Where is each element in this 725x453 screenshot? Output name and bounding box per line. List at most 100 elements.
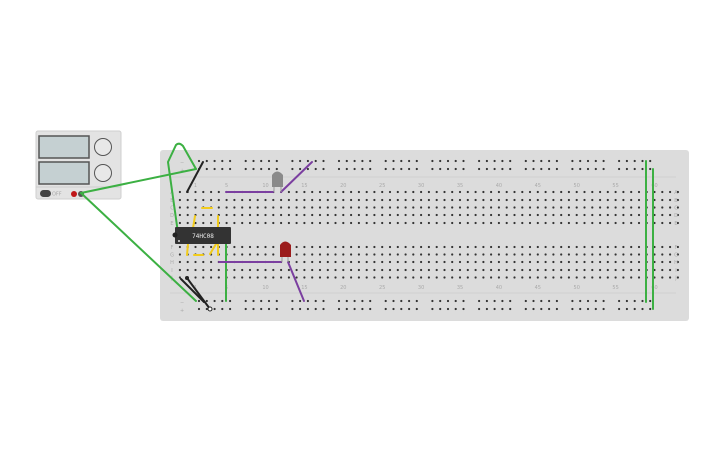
hole[interactable] — [606, 198, 609, 202]
hole[interactable] — [408, 159, 411, 163]
hole[interactable] — [303, 268, 306, 272]
hole[interactable] — [544, 268, 547, 272]
hole[interactable] — [637, 260, 641, 264]
hole[interactable] — [528, 213, 532, 217]
hole[interactable] — [202, 221, 205, 225]
hole[interactable] — [357, 190, 360, 194]
hole[interactable] — [244, 299, 247, 303]
hole[interactable] — [233, 221, 236, 225]
hole[interactable] — [186, 206, 189, 209]
hole[interactable] — [337, 167, 341, 171]
hole[interactable] — [272, 198, 275, 202]
hole[interactable] — [342, 260, 345, 264]
hole[interactable] — [381, 276, 384, 279]
hole[interactable] — [365, 206, 368, 209]
hole[interactable] — [412, 260, 415, 264]
hole[interactable] — [501, 299, 504, 303]
hole[interactable] — [625, 307, 629, 311]
hole[interactable] — [575, 206, 578, 209]
hole[interactable] — [345, 307, 348, 311]
hole[interactable] — [248, 253, 252, 256]
wire-yellow[interactable] — [209, 243, 217, 255]
hole[interactable] — [497, 198, 500, 202]
hole[interactable] — [474, 260, 477, 264]
hole[interactable] — [466, 245, 469, 249]
hole[interactable] — [248, 245, 252, 249]
hole[interactable] — [384, 159, 387, 163]
hole[interactable] — [280, 276, 283, 279]
hole[interactable] — [295, 253, 298, 256]
hole[interactable] — [373, 276, 376, 279]
hole[interactable] — [221, 159, 224, 163]
hole[interactable] — [493, 159, 496, 163]
hole[interactable] — [213, 167, 216, 171]
hole[interactable] — [427, 198, 430, 202]
hole[interactable] — [474, 198, 477, 202]
hole[interactable] — [630, 276, 633, 279]
hole[interactable] — [555, 307, 559, 311]
hole[interactable] — [575, 268, 578, 272]
hole[interactable] — [420, 276, 423, 279]
hole[interactable] — [622, 198, 625, 202]
hole[interactable] — [205, 159, 208, 163]
hole[interactable] — [544, 190, 547, 194]
wire-black[interactable] — [180, 278, 205, 303]
hole[interactable] — [637, 221, 641, 225]
hole[interactable] — [241, 253, 244, 256]
hole[interactable] — [334, 190, 337, 194]
hole[interactable] — [466, 206, 469, 209]
hole[interactable] — [446, 307, 450, 311]
hole[interactable] — [264, 213, 267, 217]
hole[interactable] — [446, 159, 450, 163]
hole[interactable] — [462, 307, 465, 311]
hole[interactable] — [291, 159, 294, 163]
hole[interactable] — [649, 307, 652, 311]
hole[interactable] — [474, 213, 477, 217]
hole[interactable] — [560, 276, 563, 279]
hole[interactable] — [571, 159, 574, 163]
hole[interactable] — [614, 198, 617, 202]
hole[interactable] — [466, 276, 469, 279]
hole[interactable] — [388, 213, 392, 217]
hole[interactable] — [303, 245, 306, 249]
hole[interactable] — [350, 221, 353, 225]
hole[interactable] — [493, 299, 496, 303]
hole[interactable] — [381, 206, 384, 209]
hole[interactable] — [482, 198, 485, 202]
hole[interactable] — [606, 213, 609, 217]
hole[interactable] — [625, 299, 629, 303]
hole[interactable] — [221, 299, 224, 303]
hole[interactable] — [194, 245, 197, 249]
hole[interactable] — [205, 167, 208, 171]
hole[interactable] — [676, 253, 680, 256]
hole[interactable] — [435, 268, 438, 272]
hole[interactable] — [661, 198, 664, 202]
hole[interactable] — [311, 206, 314, 209]
hole[interactable] — [583, 198, 586, 202]
hole[interactable] — [252, 159, 255, 163]
hole[interactable] — [614, 260, 617, 264]
hole[interactable] — [505, 260, 508, 264]
hole[interactable] — [567, 276, 571, 279]
hole[interactable] — [342, 276, 345, 279]
hole[interactable] — [435, 276, 438, 279]
hole[interactable] — [497, 206, 500, 209]
hole[interactable] — [357, 260, 360, 264]
hole[interactable] — [322, 307, 325, 311]
hole[interactable] — [388, 276, 392, 279]
hole[interactable] — [637, 213, 641, 217]
hole[interactable] — [275, 159, 278, 163]
hole[interactable] — [614, 268, 617, 272]
hole[interactable] — [493, 167, 496, 171]
hole[interactable] — [381, 268, 384, 272]
hole[interactable] — [396, 221, 399, 225]
hole[interactable] — [388, 198, 392, 202]
hole[interactable] — [575, 245, 578, 249]
hole[interactable] — [427, 221, 430, 225]
hole[interactable] — [412, 190, 415, 194]
hole[interactable] — [384, 299, 387, 303]
hole[interactable] — [528, 206, 532, 209]
hole[interactable] — [361, 159, 364, 163]
hole[interactable] — [583, 221, 586, 225]
hole[interactable] — [396, 253, 399, 256]
